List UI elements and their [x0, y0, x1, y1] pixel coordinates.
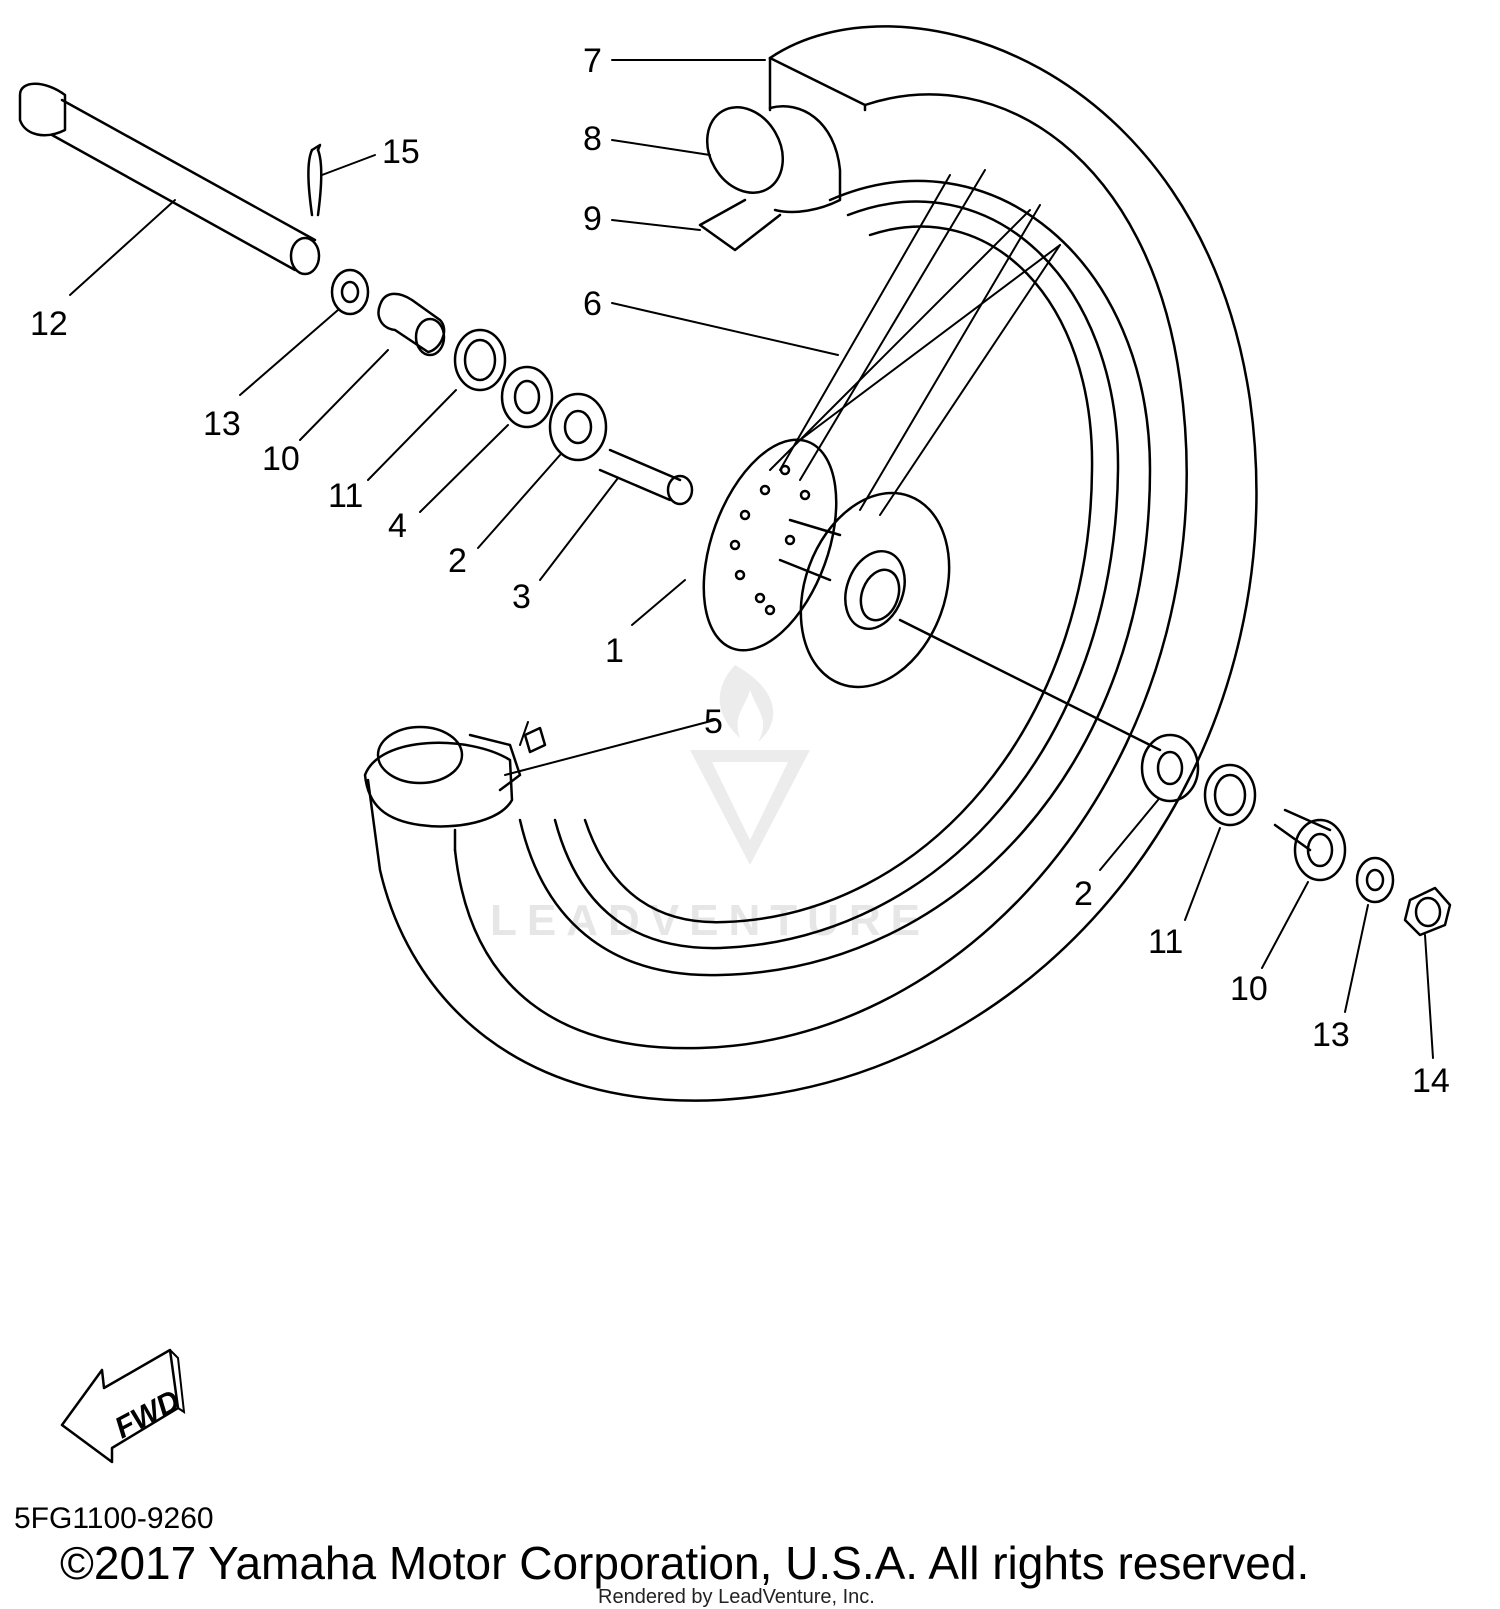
- fwd-arrow-icon: FWD: [60, 1348, 185, 1464]
- callout-9: 9: [583, 200, 602, 238]
- hub: [702, 438, 951, 689]
- callouts: 7 8 9 6 15 12 13 10 11 4 2 3 1 5 2 11 10…: [30, 42, 1450, 1100]
- tire: [363, 25, 1258, 1102]
- copyright-notice: ©2017 Yamaha Motor Corporation, U.S.A. A…: [60, 1537, 1310, 1589]
- callout-13-left: 13: [203, 405, 241, 443]
- callout-5: 5: [704, 703, 723, 741]
- callout-10-left: 10: [262, 440, 300, 478]
- tube: [376, 105, 842, 792]
- cotter-pin: [307, 143, 323, 217]
- callout-13-right: 13: [1312, 1016, 1350, 1054]
- callout-14: 14: [1412, 1062, 1450, 1100]
- callout-11-left: 11: [328, 477, 363, 515]
- diagram-code: 5FG1100-9260: [14, 1502, 214, 1535]
- callout-2-left: 2: [448, 542, 467, 580]
- callout-3: 3: [512, 578, 531, 616]
- rim: [518, 179, 1152, 977]
- callout-4: 4: [388, 507, 407, 545]
- callout-1: 1: [605, 632, 624, 670]
- callout-6: 6: [583, 285, 602, 323]
- callout-11-right: 11: [1148, 923, 1183, 961]
- callout-12: 12: [30, 305, 68, 343]
- left-parts: [330, 268, 694, 506]
- callout-2-right: 2: [1074, 875, 1093, 913]
- axle: [18, 82, 321, 276]
- callout-10-right: 10: [1230, 970, 1268, 1008]
- rendered-by-note: Rendered by LeadVenture, Inc.: [598, 1586, 875, 1608]
- callout-15: 15: [382, 133, 420, 171]
- spokes: [769, 169, 1061, 516]
- leader-lines: [69, 59, 1434, 1059]
- callout-7: 7: [583, 42, 602, 80]
- right-parts: [898, 618, 1452, 937]
- callout-8: 8: [583, 120, 602, 158]
